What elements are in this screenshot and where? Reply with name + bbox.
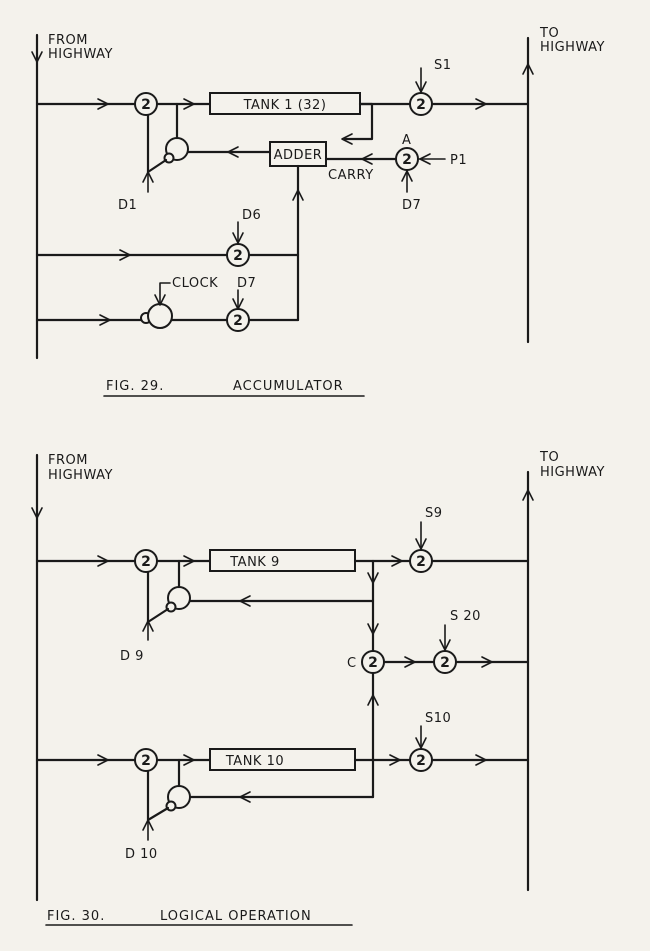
- fig30-to-label-2: HIGHWAY: [540, 465, 605, 480]
- svg-text:2: 2: [416, 97, 426, 113]
- fig30-from-label-1: FROM: [48, 453, 88, 468]
- fig30-to-label-1: TO: [539, 450, 559, 465]
- svg-text:2: 2: [416, 753, 426, 769]
- fig30-s10-label: S10: [425, 711, 451, 726]
- fig29-from-bus-arrow: [31, 51, 43, 63]
- fig29-to-bus-arrow: [522, 63, 534, 75]
- fig30-tank10-label: TANK 10: [225, 754, 284, 769]
- fig30-from-label-2: HIGHWAY: [48, 468, 113, 483]
- fig29-from-label-2: HIGHWAY: [48, 47, 113, 62]
- fig29-from-label-1: FROM: [48, 33, 88, 48]
- fig30-s20-label: S 20: [450, 609, 481, 624]
- svg-text:2: 2: [141, 97, 151, 113]
- fig30-d10-label: D 10: [125, 847, 158, 862]
- fig29-d1-label: D1: [118, 198, 137, 213]
- fig29-to-label-2: HIGHWAY: [540, 40, 605, 55]
- svg-text:2: 2: [440, 655, 450, 671]
- fig29-d7b-label: D7: [237, 276, 256, 291]
- fig30-logical-operation: FROM HIGHWAY TO HIGHWAY 2 TANK 9 2 S9: [31, 450, 605, 926]
- fig29-to-label-1: TO: [539, 26, 559, 41]
- fig30-tank9-label: TANK 9: [229, 555, 279, 570]
- svg-text:2: 2: [141, 554, 151, 570]
- fig29-tank1-label: TANK 1 (32): [243, 98, 327, 113]
- fig29-accumulator: FROM HIGHWAY TO HIGHWAY 2 TANK 1 (32) 2 …: [31, 26, 605, 397]
- fig29-p1-label: P1: [450, 153, 467, 168]
- svg-text:2: 2: [368, 655, 378, 671]
- fig29-clock-label: CLOCK: [172, 276, 218, 291]
- fig29-d6-label: D6: [242, 208, 261, 223]
- svg-text:2: 2: [233, 313, 243, 329]
- svg-text:2: 2: [141, 753, 151, 769]
- fig30-caption-number: FIG. 30.: [47, 909, 105, 924]
- svg-text:2: 2: [402, 152, 412, 168]
- fig29-caption-number: FIG. 29.: [106, 379, 164, 394]
- svg-text:2: 2: [416, 554, 426, 570]
- fig29-d7a-label: D7: [402, 198, 421, 213]
- fig30-s9-label: S9: [425, 506, 443, 521]
- fig29-caption-title: ACCUMULATOR: [233, 379, 344, 394]
- fig30-caption-title: LOGICAL OPERATION: [160, 909, 312, 924]
- fig29-a-label: A: [402, 133, 411, 148]
- svg-text:2: 2: [233, 248, 243, 264]
- fig29-s1-label: S1: [434, 58, 452, 73]
- fig29-carry-label: CARRY: [328, 168, 374, 183]
- fig30-c-label: C: [347, 656, 357, 671]
- fig29-clock-delay: [147, 303, 173, 329]
- fig29-adder-label: ADDER: [274, 148, 323, 163]
- fig30-d9-label: D 9: [120, 649, 144, 664]
- fig29-tank-to-adder: [343, 102, 374, 141]
